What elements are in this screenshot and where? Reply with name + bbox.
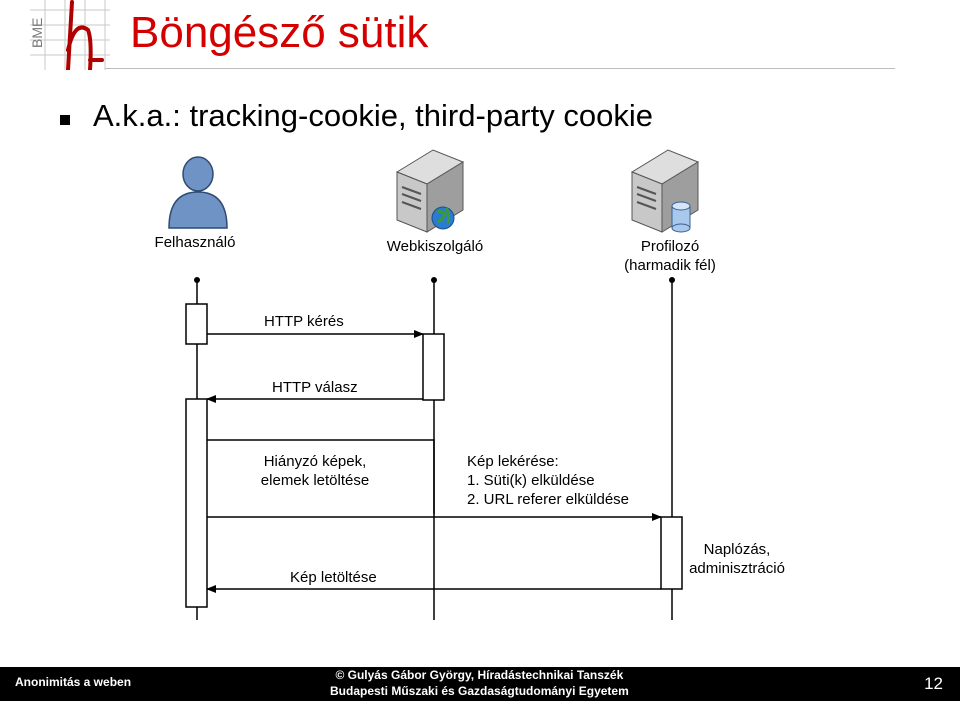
page-number: 12: [924, 674, 943, 693]
note-logging-line1: Naplózás,: [703, 541, 771, 558]
label-image-download: Kép letöltése: [290, 569, 377, 586]
note-logging: Naplózás, adminisztráció: [682, 540, 792, 578]
activation-user-processing: [185, 398, 208, 608]
webserver-icon: [395, 149, 465, 233]
note-logging-line2: adminisztráció: [689, 560, 785, 577]
note-image-request-line2: 1. Süti(k) elküldése: [467, 472, 595, 489]
bullet-marker: [60, 115, 70, 125]
user-icon: [168, 156, 228, 229]
profiler-server-icon: [630, 149, 700, 233]
sequence-diagram: [185, 277, 683, 620]
actor-label-user: Felhasználó: [154, 234, 236, 251]
label-http-request: HTTP kérés: [264, 313, 344, 330]
footer-course-title: Anonimitás a weben: [15, 675, 132, 689]
footer-copyright: © Gulyás Gábor György, Híradástechnikai …: [330, 667, 629, 699]
note-image-request-line1: Kép lekérése:: [467, 453, 559, 470]
actor-label-webserver: Webkiszolgáló: [386, 238, 484, 255]
footer-university: Budapesti Műszaki és Gazdaságtudományi E…: [330, 684, 629, 698]
actor-label-profiler-role: (harmadik fél): [624, 257, 716, 274]
footer-author: © Gulyás Gábor György, Híradástechnikai …: [335, 668, 624, 682]
bullet-text: A.k.a.: tracking-cookie, third-party coo…: [93, 98, 653, 133]
activation-webserver: [422, 333, 445, 401]
note-missing-images-line1: Hiányzó képek,: [263, 453, 367, 470]
logo-text: BME: [29, 18, 45, 48]
label-http-response: HTTP válasz: [272, 379, 358, 396]
note-missing-images: Hiányzó képek, elemek letöltése: [250, 452, 380, 490]
message-missing-images: [207, 439, 435, 514]
actor-label-profiler: Profilozó: [640, 238, 700, 255]
footer-bar: [0, 667, 960, 701]
bme-logo: BME: [29, 0, 110, 70]
note-image-request-line3: 2. URL referer elküldése: [467, 491, 630, 508]
slide-title: Böngésző sütik: [130, 8, 429, 57]
note-image-request: Kép lekérése: 1. Süti(k) elküldése 2. UR…: [467, 452, 629, 509]
activation-user-request: [185, 303, 208, 345]
title-rule: [105, 68, 895, 69]
note-missing-images-line2: elemek letöltése: [260, 472, 370, 489]
activation-profiler: [660, 516, 683, 590]
